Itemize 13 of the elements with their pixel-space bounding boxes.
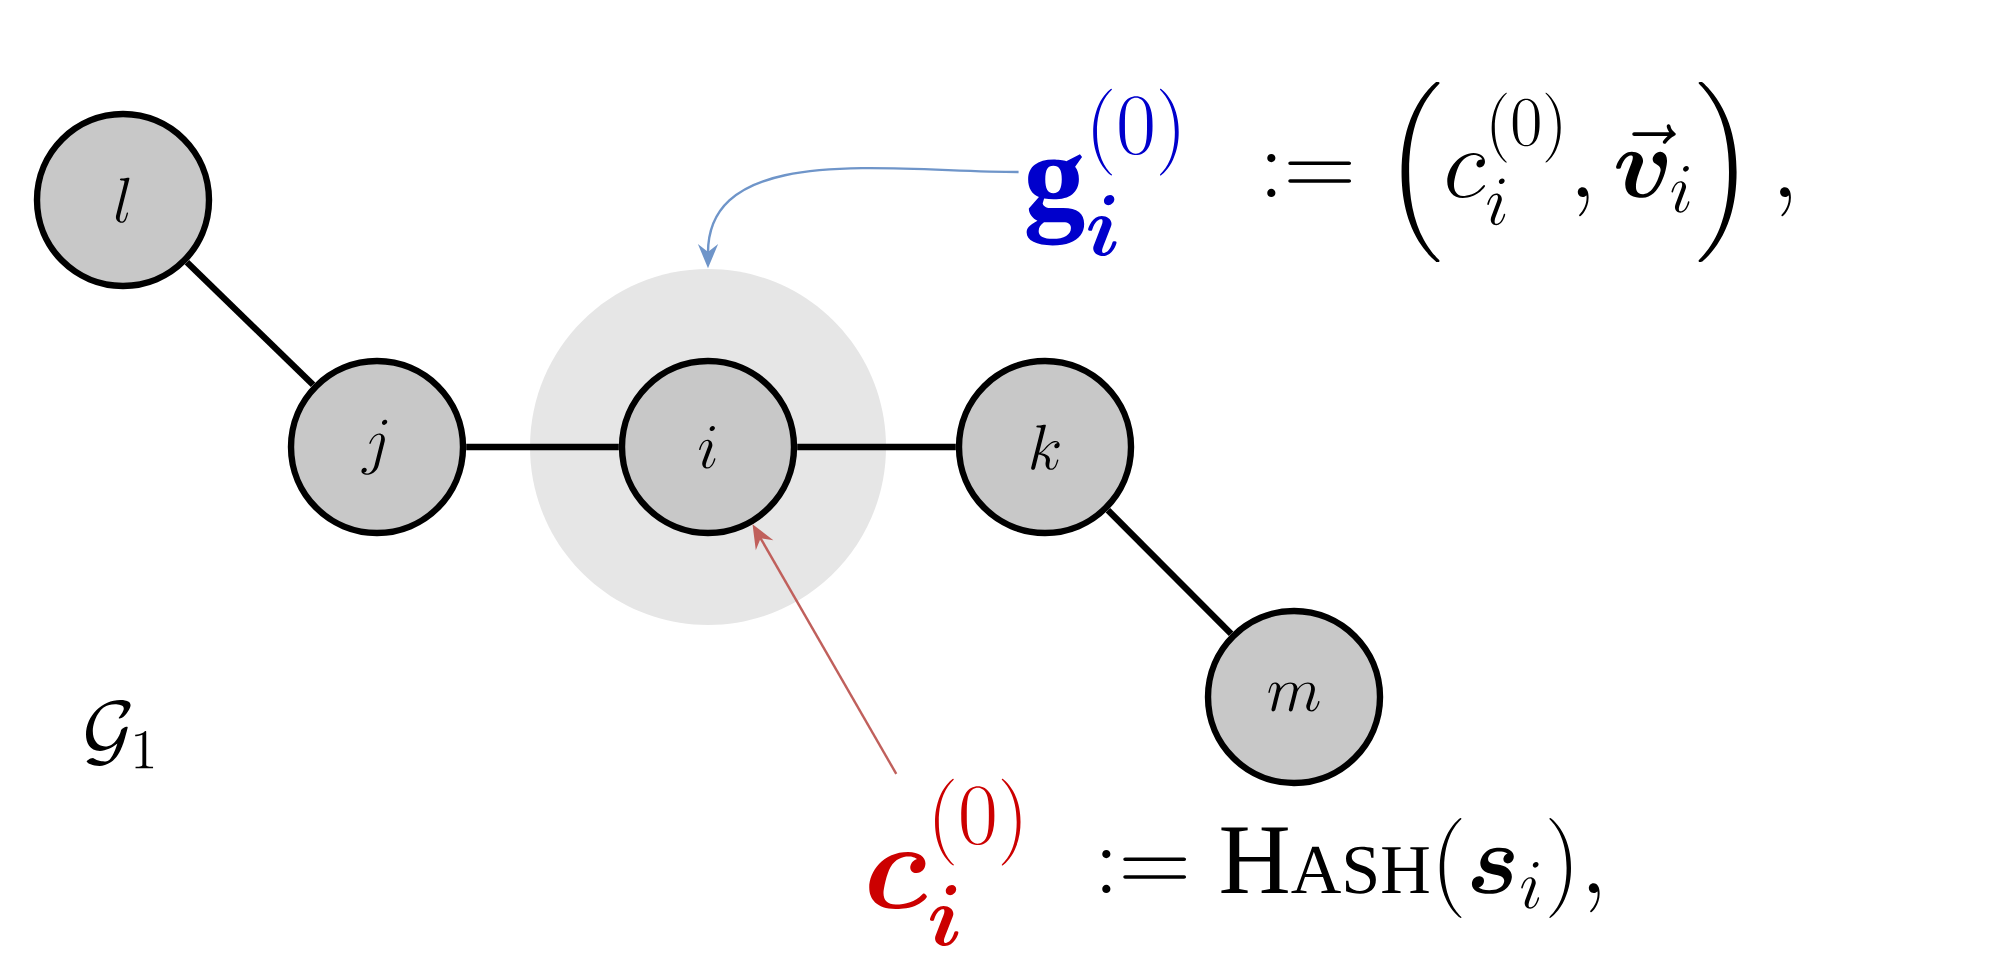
edge-line: [1105, 507, 1234, 637]
edge-line: [184, 259, 316, 388]
graph-node: $j$: [287, 357, 467, 537]
graph-node: $l$: [33, 110, 213, 290]
graph-node: $k$: [955, 357, 1135, 537]
formula-text: $:=\mathrm{H}{\scriptstyle\mathrm{ASH}}(\boldsymbol{s}_i),$: [1102, 818, 1600, 918]
graph-node: $m$: [1204, 607, 1384, 787]
graph-label: $\mathcal{G}_1$: [86, 699, 154, 769]
edge-line: [797, 443, 956, 451]
graph-node: $i$: [618, 357, 798, 537]
formula-text: $\mathbf{g}_{\boldsymbol{i}}^{(0)}$: [1026, 88, 1179, 257]
formula-text: $:=\left(c_i^{(0)}, \vec{\boldsymbol{v}}_i\right),$: [1267, 82, 1791, 262]
formula-text: $\boldsymbol{c}_{\boldsymbol{i}}^{(0)}$: [869, 778, 1021, 947]
